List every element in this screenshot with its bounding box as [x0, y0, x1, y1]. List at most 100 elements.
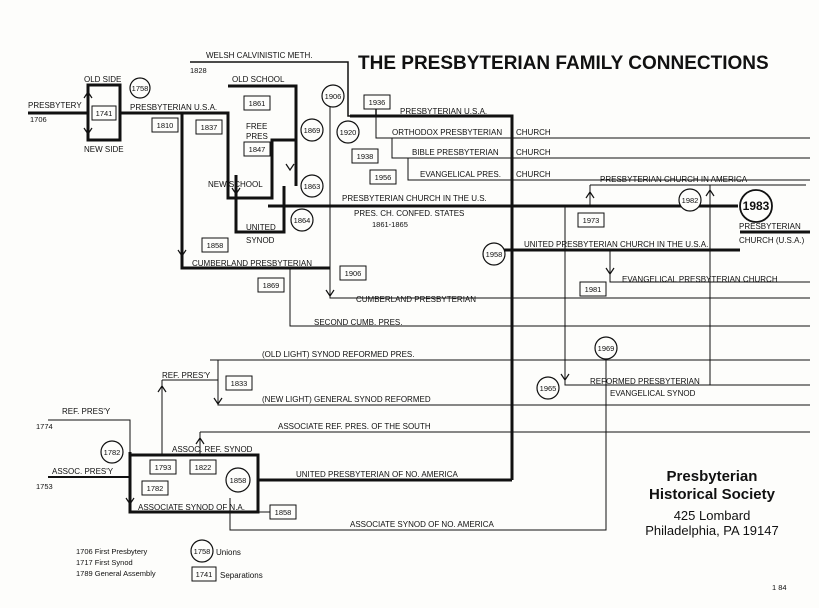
- svg-text:1982: 1982: [682, 196, 699, 205]
- union-1958: 1958: [482, 242, 506, 266]
- svg-text:1920: 1920: [340, 128, 357, 137]
- svg-text:1956: 1956: [375, 173, 392, 182]
- svg-text:1793: 1793: [155, 463, 172, 472]
- page-number: 1 84: [772, 583, 787, 592]
- label-assoc-presy: ASSOC. PRES'Y: [52, 467, 114, 476]
- separation-1782: 1782: [141, 480, 169, 496]
- label-pcusa-2: CHURCH (U.S.A.): [739, 236, 805, 245]
- svg-text:1906: 1906: [325, 92, 342, 101]
- union-1969: 1969: [594, 336, 618, 360]
- svg-text:1758: 1758: [132, 84, 149, 93]
- label-presbytery: PRESBYTERY: [28, 101, 82, 110]
- svg-text:1741: 1741: [196, 570, 213, 579]
- separation-1858: 1858: [201, 237, 229, 253]
- year-1706: 1706: [30, 115, 47, 124]
- org-street: 425 Lombard: [673, 508, 751, 523]
- svg-text:1822: 1822: [195, 463, 212, 472]
- label-old-light: (OLD LIGHT) SYNOD REFORMED PRES.: [262, 350, 414, 359]
- separation-markers: 1741 1810 1837 1861 1847 1936 1938 1956 …: [91, 94, 607, 520]
- union-1864: 1864: [290, 208, 314, 232]
- svg-text:1869: 1869: [263, 281, 280, 290]
- separation-1793: 1793: [149, 459, 177, 475]
- svg-text:1861: 1861: [249, 99, 266, 108]
- label-rpes-2: EVANGELICAL SYNOD: [610, 389, 696, 398]
- svg-text:1858: 1858: [275, 508, 292, 517]
- separation-1981: 1981: [579, 281, 607, 297]
- svg-text:1837: 1837: [201, 123, 218, 132]
- org-name-line-2: Historical Society: [649, 486, 775, 503]
- label-orthodox: ORTHODOX PRESBYTERIAN: [392, 128, 502, 137]
- svg-text:1969: 1969: [598, 344, 615, 353]
- separation-1837: 1837: [195, 119, 223, 135]
- label-pca: PRESBYTERIAN CHURCH IN AMERICA: [600, 175, 748, 184]
- label-second-cumb: SECOND CUMB. PRES.: [314, 318, 402, 327]
- legend-1706: 1706 First Presbytery: [76, 547, 148, 556]
- separation-1822: 1822: [189, 459, 217, 475]
- svg-text:1938: 1938: [357, 152, 374, 161]
- label-confed: PRES. CH. CONFED. STATES: [354, 209, 464, 218]
- separation-1810: 1810: [151, 117, 179, 133]
- svg-text:1958: 1958: [486, 250, 503, 259]
- union-1906a: 1906: [321, 84, 345, 108]
- svg-text:1741: 1741: [96, 109, 113, 118]
- separation-1936: 1936: [363, 94, 391, 110]
- svg-text:1983: 1983: [743, 199, 770, 213]
- label-new-side: NEW SIDE: [84, 145, 124, 154]
- connection-lines: [28, 61, 810, 531]
- svg-text:1863: 1863: [304, 182, 321, 191]
- legend-1717: 1717 First Synod: [76, 558, 133, 567]
- union-1858: 1858: [225, 467, 251, 493]
- legend-1789: 1789 General Assembly: [76, 569, 156, 578]
- label-church-3: CHURCH: [516, 170, 551, 179]
- denomination-labels: WELSH CALVINISTIC METH. 1828 PRESBYTERY …: [28, 51, 805, 529]
- label-epc: EVANGELICAL PRESBYTERIAN CHURCH: [622, 275, 778, 284]
- chart-title: THE PRESBYTERIAN FAMILY CONNECTIONS: [358, 53, 769, 74]
- label-new-light: (NEW LIGHT) GENERAL SYNOD REFORMED: [262, 395, 431, 404]
- union-1863: 1863: [300, 174, 324, 198]
- union-1983: 1983: [739, 189, 773, 223]
- separation-1858b: 1858: [269, 504, 297, 520]
- label-free-pres-2: PRES: [246, 132, 268, 141]
- label-pres-usa-2: PRESBYTERIAN U.S.A.: [400, 107, 487, 116]
- label-arp-south: ASSOCIATE REF. PRES. OF THE SOUTH: [278, 422, 431, 431]
- union-1920: 1920: [336, 120, 360, 144]
- label-rpes-1: REFORMED PRESBYTERIAN: [590, 377, 700, 386]
- legend-separation-symbol: 1741: [191, 566, 217, 582]
- label-evangelical-pres: EVANGELICAL PRES.: [420, 170, 501, 179]
- label-pcusa-1: PRESBYTERIAN: [739, 222, 801, 231]
- union-1782: 1782: [100, 440, 124, 464]
- svg-text:1981: 1981: [585, 285, 602, 294]
- org-name: Presbyterian Historical Society: [612, 468, 812, 504]
- label-welsh: WELSH CALVINISTIC METH.: [206, 51, 313, 60]
- svg-text:1973: 1973: [583, 216, 600, 225]
- label-asna-1: ASSOCIATE SYNOD OF N.A.: [138, 503, 245, 512]
- label-pcus: PRESBYTERIAN CHURCH IN THE U.S.: [342, 194, 487, 203]
- union-1965: 1965: [536, 376, 560, 400]
- svg-text:1869: 1869: [304, 126, 321, 135]
- year-1774: 1774: [36, 422, 53, 431]
- union-1869: 1869: [300, 118, 324, 142]
- label-free-pres-1: FREE: [246, 122, 267, 131]
- label-bible: BIBLE PRESBYTERIAN: [412, 148, 499, 157]
- svg-text:1758: 1758: [194, 547, 211, 556]
- separation-1741: 1741: [91, 105, 117, 121]
- svg-text:1936: 1936: [369, 98, 386, 107]
- org-name-line-1: Presbyterian: [666, 468, 758, 485]
- separation-1833: 1833: [225, 375, 253, 391]
- label-pres-usa-1: PRESBYTERIAN U.S.A.: [130, 103, 217, 112]
- svg-text:1864: 1864: [294, 216, 311, 225]
- legend-union-symbol: 1758: [190, 539, 214, 563]
- label-upna: UNITED PRESBYTERIAN OF NO. AMERICA: [296, 470, 458, 479]
- legend: 1706 First Presbytery 1717 First Synod 1…: [76, 539, 263, 582]
- svg-text:1965: 1965: [540, 384, 557, 393]
- label-cumberland-1: CUMBERLAND PRESBYTERIAN: [192, 259, 312, 268]
- svg-text:1782: 1782: [104, 448, 121, 457]
- union-1982: 1982: [678, 188, 702, 212]
- separation-1861: 1861: [243, 95, 271, 111]
- label-new-school: NEW SCHOOL: [208, 180, 263, 189]
- org-address: 425 Lombard Philadelphia, PA 19147: [612, 508, 812, 538]
- svg-text:1833: 1833: [231, 379, 248, 388]
- label-ref-presy-1: REF. PRES'Y: [162, 371, 211, 380]
- label-old-school: OLD SCHOOL: [232, 75, 285, 84]
